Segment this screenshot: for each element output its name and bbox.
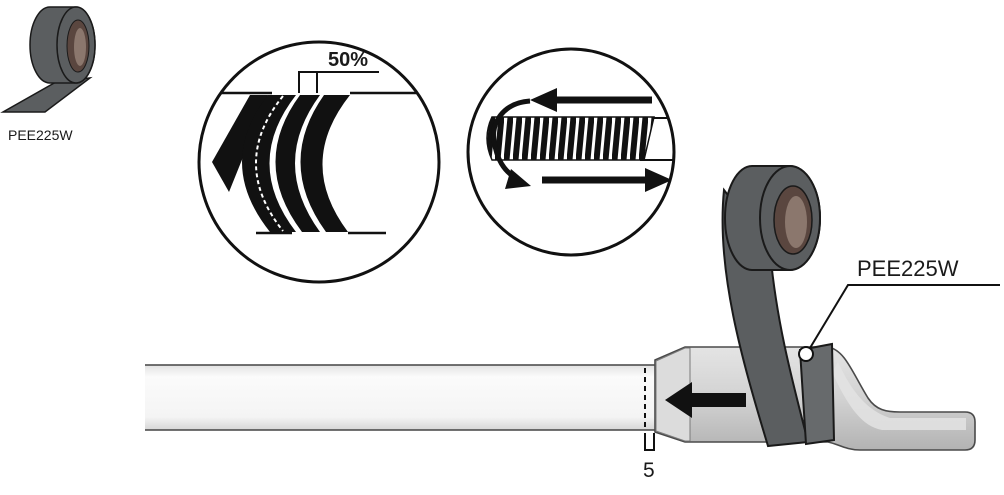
- cable-lug-shoulder: [655, 347, 691, 442]
- dimension-bracket: [644, 433, 655, 451]
- tape-roll-icon: [0, 6, 96, 113]
- arrow-right-icon: [542, 168, 672, 192]
- tape-strip: [0, 76, 93, 113]
- tape-coil-turns: [487, 117, 654, 160]
- cable-lug-tongue-face: [832, 362, 966, 430]
- strip-length-dimension: 5: [643, 368, 655, 482]
- tape-layer-3: [300, 95, 350, 232]
- tape-layer-1-edge: [255, 95, 284, 232]
- tape-roll: [724, 165, 821, 271]
- overlap-detail: 50%: [197, 40, 441, 284]
- callout-tape-label: PEE225W: [857, 256, 959, 281]
- tape-roll-core-highlight: [74, 28, 86, 66]
- tape-wrap: [721, 165, 836, 448]
- cable-assembly: 5 PEE225W: [145, 165, 1000, 482]
- push-direction-arrow-icon: [665, 382, 746, 418]
- wrap-direction-detail: [466, 47, 676, 257]
- curved-return-arrow-icon: [491, 98, 531, 189]
- dimension-label: 5: [643, 459, 655, 482]
- wrap-direction-content: [486, 88, 673, 192]
- tape-layer-1: [241, 95, 296, 232]
- tape-layer-2: [275, 95, 320, 232]
- overlap-detail-content: 50%: [212, 49, 416, 235]
- callout-leader-line: [809, 284, 1000, 349]
- cable: [145, 364, 659, 431]
- overlap-bracket: [298, 71, 379, 93]
- tape-legend-label: PEE225W: [8, 127, 73, 143]
- tape-legend: PEE225W: [0, 6, 96, 143]
- tape-callout: PEE225W: [798, 256, 1000, 362]
- tape-wrap-layer: [798, 342, 836, 446]
- tape-coil: [486, 116, 655, 161]
- tape-roll-core-highlight: [785, 196, 807, 248]
- arrow-left-icon: [530, 88, 652, 112]
- overlap-label: 50%: [328, 49, 368, 71]
- callout-marker: [798, 346, 814, 362]
